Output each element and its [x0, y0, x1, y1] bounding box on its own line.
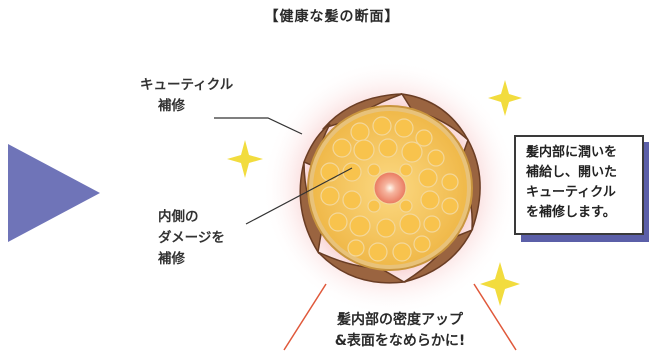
note-line1: 髪内部に潤いを [526, 145, 618, 160]
direction-arrow [8, 144, 100, 242]
inner-damage-label: 内側の ダメージを 補修 [158, 207, 225, 270]
note-box: 髪内部に潤いを 補給し、開いた キューティクル を補修します。 [514, 135, 644, 235]
cuticle-label-line1: キューティクル [140, 77, 234, 93]
inner-label-line2: ダメージを [158, 230, 225, 246]
accent-line-right [473, 283, 517, 351]
cuticle-leader-line [214, 117, 303, 135]
inner-label-line1: 内側の [158, 209, 199, 225]
note-line4: を補修します。 [526, 205, 616, 220]
bottom-caption-line2: &表面をなめらかに! [334, 333, 466, 349]
note-line2: 補給し、開いた [526, 165, 618, 180]
cuticle-label-line2: 補修 [158, 98, 185, 114]
bottom-caption: 髪内部の密度アップ &表面をなめらかに! [300, 310, 500, 352]
inner-label-line3: 補修 [158, 251, 185, 267]
cortex-cells [320, 116, 459, 262]
accent-line-left [283, 283, 327, 351]
cuticle-label: キューティクル 補修 [140, 75, 233, 117]
sparkles [227, 80, 522, 306]
diagram-title: 【健康な髪の断面】 [264, 9, 400, 25]
inner-leader-line [245, 167, 353, 225]
note-line3: キューティクル [526, 185, 616, 200]
bottom-caption-line1: 髪内部の密度アップ [337, 312, 463, 328]
medulla [373, 171, 407, 205]
